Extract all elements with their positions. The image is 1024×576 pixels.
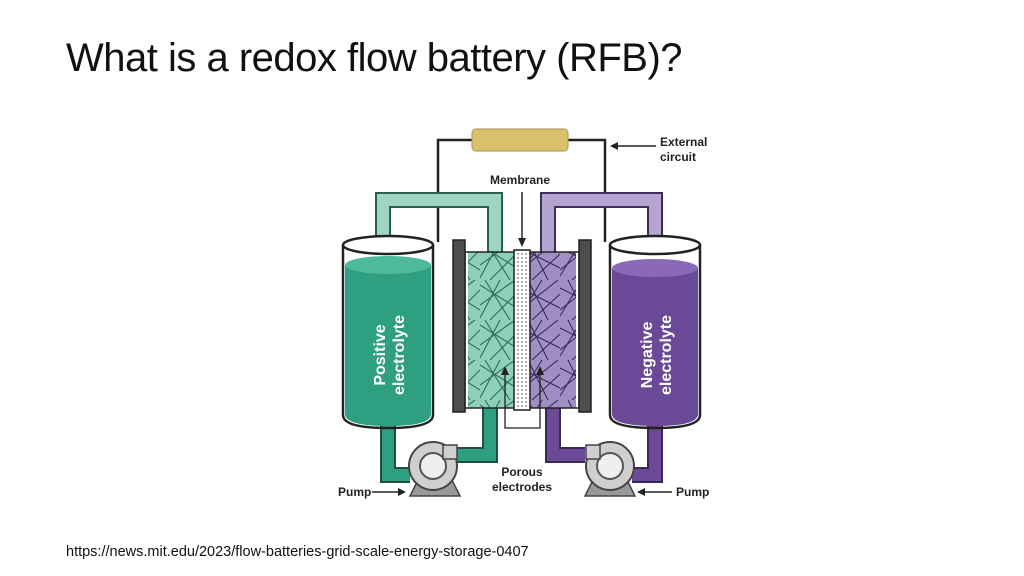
- positive-porous-electrode: [468, 252, 516, 408]
- membrane-arrowhead: [518, 238, 526, 247]
- positive-electrolyte-tank: [341, 234, 435, 430]
- porous-electrodes-pointer: [504, 372, 541, 429]
- negative-pump: [583, 441, 637, 497]
- pump-left-label: Pump: [338, 485, 371, 499]
- membrane-label: Membrane: [490, 173, 550, 187]
- porous-arrowhead-right: [536, 366, 544, 375]
- positive-electrode-plate: [452, 239, 466, 413]
- source-link[interactable]: https://news.mit.edu/2023/flow-batteries…: [66, 544, 529, 560]
- external-circuit-resistor: [471, 128, 569, 152]
- positive-electrolyte-label-line1: Positive: [372, 324, 389, 385]
- external-circuit-arrowhead: [610, 142, 618, 150]
- external-circuit-label-line2: circuit: [660, 150, 696, 164]
- positive-electrolyte-label-line2: electrolyte: [391, 315, 408, 395]
- external-circuit-label-line1: External: [660, 135, 707, 149]
- negative-electrolyte-label-line2: electrolyte: [658, 315, 675, 395]
- porous-electrodes-label-line2: electrodes: [492, 480, 552, 494]
- porous-arrowhead-left: [501, 366, 509, 375]
- pump-right-arrowhead: [637, 488, 645, 496]
- negative-electrode-plate: [578, 239, 592, 413]
- negative-electrolyte-label-line1: Negative: [639, 322, 656, 389]
- negative-porous-electrode: [528, 252, 576, 408]
- negative-electrolyte-tank: [608, 234, 702, 430]
- pump-right-label: Pump: [676, 485, 709, 499]
- pump-left-arrowhead: [398, 488, 406, 496]
- slide-title: What is a redox flow battery (RFB)?: [66, 36, 683, 80]
- porous-electrodes-label-line1: Porous: [501, 465, 543, 479]
- positive-pump: [408, 441, 462, 497]
- membrane: [513, 249, 531, 411]
